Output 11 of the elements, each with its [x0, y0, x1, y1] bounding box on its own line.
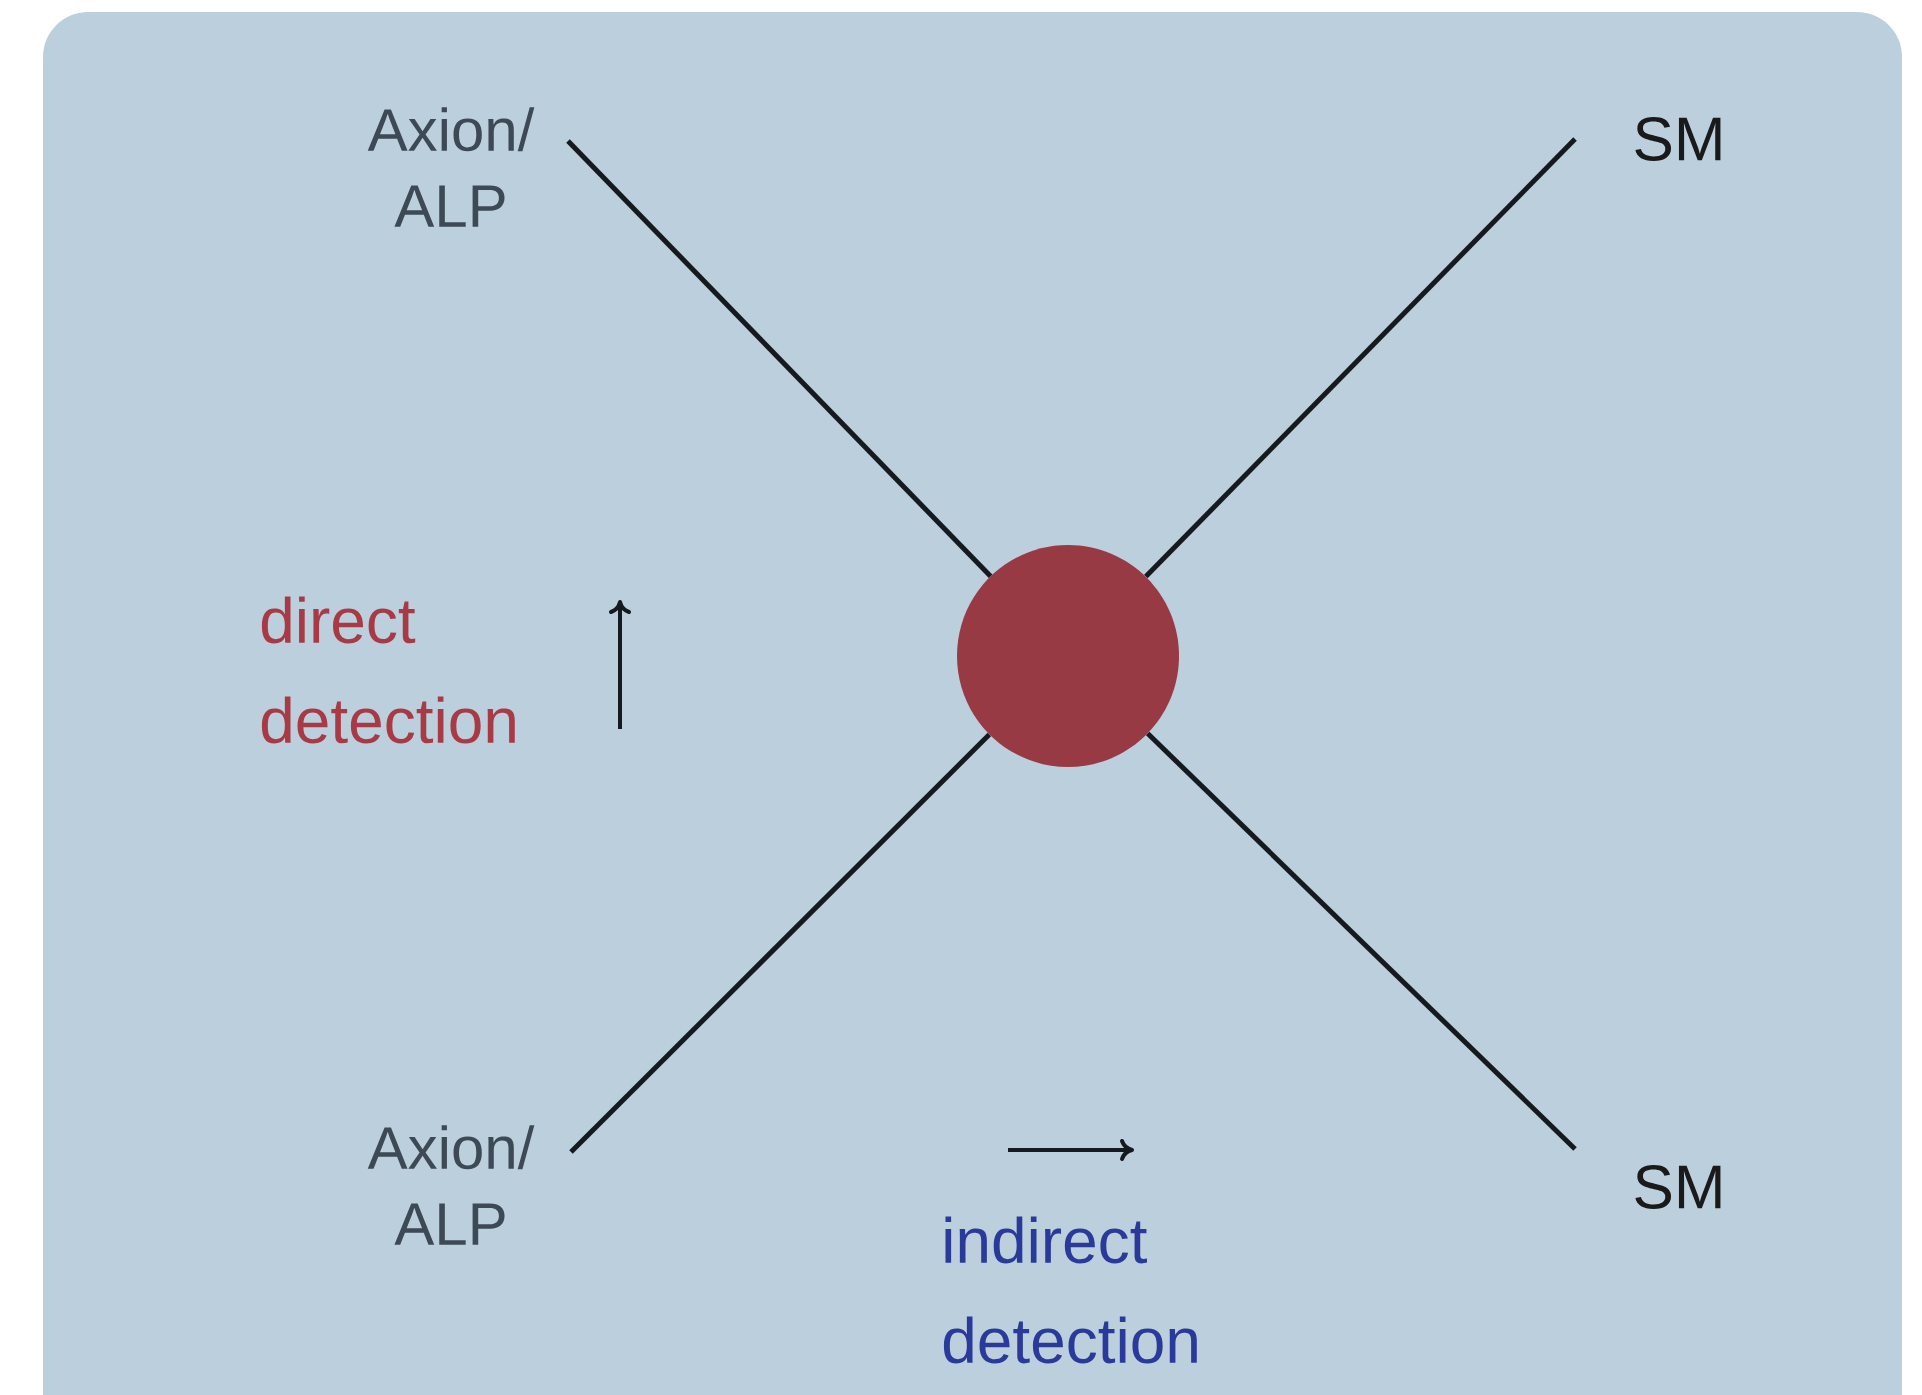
particle-label: SM — [1635, 117, 1721, 161]
line — [566, 139, 993, 578]
detection-label: direct detection — [261, 596, 515, 744]
particle-label: Axion/ ALP — [367, 1125, 535, 1245]
vertex-circle — [957, 545, 1179, 767]
particle-label: SM — [1635, 1165, 1721, 1209]
particle-label: Axion/ ALP — [367, 107, 535, 227]
detection-label: indirect detection — [943, 1216, 1197, 1364]
line — [569, 732, 992, 1154]
line — [1144, 137, 1577, 579]
line — [1146, 731, 1577, 1151]
